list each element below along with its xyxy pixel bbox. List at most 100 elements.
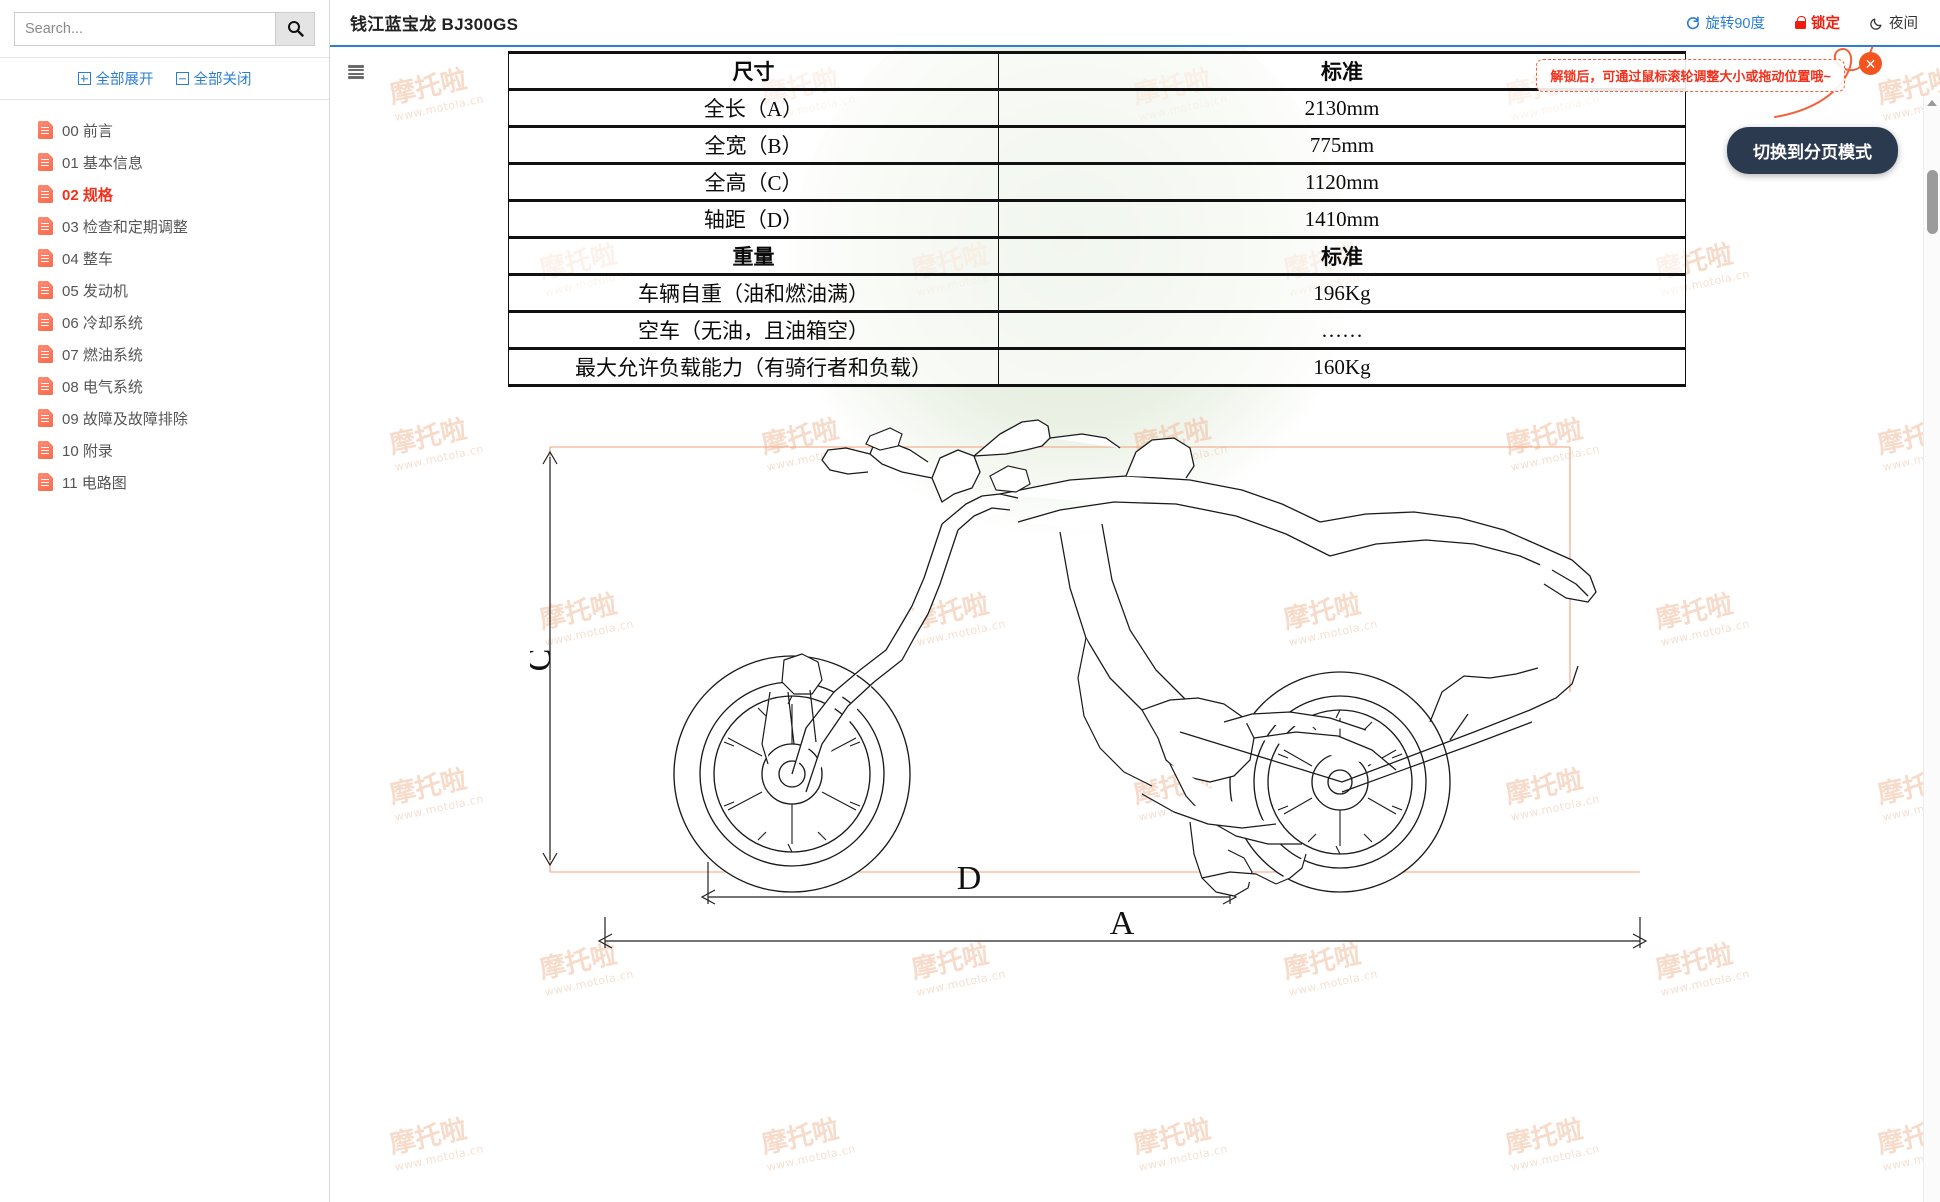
watermark-text: 摩托啦: [387, 764, 470, 811]
sidebar-item-label: 05 发动机: [62, 282, 128, 300]
vertical-scrollbar[interactable]: [1923, 96, 1940, 1202]
document-icon: [38, 249, 53, 267]
expand-all-label: 全部展开: [95, 72, 154, 88]
sidebar-item-11[interactable]: 11 电路图: [0, 466, 329, 498]
hamburger-menu-icon[interactable]: [348, 65, 364, 79]
motorcycle-side-view-diagram: C D A: [530, 392, 1710, 952]
watermark-url: www.motola.cn: [393, 442, 485, 474]
watermark-url: www.motola.cn: [1137, 1142, 1229, 1174]
lock-label: 锁定: [1811, 16, 1840, 32]
table-cell: ……: [998, 310, 1686, 350]
close-icon: ✕: [1864, 55, 1877, 72]
watermark-text: 摩托啦: [1503, 1114, 1586, 1161]
search-button[interactable]: [275, 11, 315, 46]
unlock-hint-tooltip: 解锁后，可通过鼠标滚轮调整大小或拖动位置哦~: [1536, 59, 1845, 92]
table-cell: 全长（A）: [508, 88, 999, 128]
document-icon: [38, 345, 53, 363]
night-mode-button[interactable]: 夜间: [1870, 12, 1918, 33]
sidebar-item-8[interactable]: 08 电气系统: [0, 370, 329, 402]
watermark-url: www.motola.cn: [393, 92, 485, 124]
sidebar-item-label: 06 冷却系统: [62, 314, 143, 332]
expand-all-button[interactable]: 全部展开: [77, 68, 154, 89]
sidebar-item-6[interactable]: 06 冷却系统: [0, 306, 329, 338]
table-row: 空车（无油，且油箱空）……: [508, 310, 1686, 350]
dimension-label-c: C: [530, 649, 558, 672]
watermark-text: 摩托啦: [387, 64, 470, 111]
watermark-url: www.motola.cn: [765, 1142, 857, 1174]
document-icon: [38, 121, 53, 139]
table-row: 全长（A）2130mm: [508, 88, 1686, 128]
watermark-url: www.motola.cn: [1509, 1142, 1601, 1174]
watermark-url: www.motola.cn: [915, 967, 1007, 999]
sidebar-item-label: 08 电气系统: [62, 378, 143, 396]
collapse-all-button[interactable]: 全部关闭: [175, 68, 252, 89]
dimension-label-d: D: [957, 860, 982, 897]
table-cell: 2130mm: [998, 88, 1686, 128]
table-row: 全高（C）1120mm: [508, 162, 1686, 202]
document-icon: [38, 313, 53, 331]
sidebar-item-0[interactable]: 00 前言: [0, 114, 329, 146]
unlock-hint-text: 解锁后，可通过鼠标滚轮调整大小或拖动位置哦~: [1550, 69, 1831, 84]
table-cell: 1120mm: [998, 162, 1686, 202]
mode-pill-label: 切换到分页模式: [1753, 143, 1872, 162]
watermark-text: 摩托啦: [759, 1114, 842, 1161]
table-row: 全宽（B）775mm: [508, 125, 1686, 165]
lock-icon: [1795, 16, 1806, 29]
table-row: 最大允许负载能力（有骑行者和负载）160Kg: [508, 347, 1686, 387]
collapse-all-label: 全部关闭: [193, 72, 252, 88]
sidebar-item-label: 10 附录: [62, 442, 113, 460]
sidebar-item-7[interactable]: 07 燃油系统: [0, 338, 329, 370]
moon-icon: [1870, 17, 1882, 30]
search-input[interactable]: [14, 11, 275, 46]
table-cell: 160Kg: [998, 347, 1686, 387]
watermark-text: 摩托啦: [1131, 1114, 1214, 1161]
document-icon: [38, 377, 53, 395]
table-cell: 775mm: [998, 125, 1686, 165]
sidebar-item-label: 09 故障及故障排除: [62, 410, 188, 428]
table-cell: 轴距（D）: [508, 199, 999, 239]
document-icon: [38, 217, 53, 235]
watermark-url: www.motola.cn: [1287, 967, 1379, 999]
sidebar-item-3[interactable]: 03 检查和定期调整: [0, 210, 329, 242]
tree-controls: 全部展开 全部关闭: [0, 58, 329, 100]
search-wrap: [14, 11, 315, 46]
search-icon: [287, 21, 304, 37]
night-mode-label: 夜间: [1889, 16, 1918, 32]
switch-to-pagination-mode-button[interactable]: 切换到分页模式: [1727, 127, 1898, 174]
table-cell: 1410mm: [998, 199, 1686, 239]
sidebar-item-label: 04 整车: [62, 250, 113, 268]
document-icon: [38, 153, 53, 171]
dimension-label-a: A: [1110, 905, 1135, 942]
minus-box-icon: [175, 72, 189, 85]
table-row: 车辆自重（油和燃油满）196Kg: [508, 273, 1686, 313]
table-header-cell: 重量: [508, 236, 999, 276]
rotate-90-button[interactable]: 旋转90度: [1686, 12, 1765, 33]
sidebar-item-9[interactable]: 09 故障及故障排除: [0, 402, 329, 434]
sidebar-item-5[interactable]: 05 发动机: [0, 274, 329, 306]
sidebar-item-label: 07 燃油系统: [62, 346, 143, 364]
sidebar-item-1[interactable]: 01 基本信息: [0, 146, 329, 178]
scroll-up-arrow-icon[interactable]: [1927, 100, 1937, 106]
main-panel: 钱江蓝宝龙 BJ300GS 旋转90度 锁定: [330, 0, 1940, 1202]
sidebar-item-2[interactable]: 02 规格: [0, 178, 329, 210]
sidebar-item-label: 01 基本信息: [62, 154, 143, 172]
hint-close-button[interactable]: ✕: [1859, 52, 1882, 75]
lock-button[interactable]: 锁定: [1795, 12, 1840, 33]
sidebar-item-10[interactable]: 10 附录: [0, 434, 329, 466]
scrollbar-thumb[interactable]: [1927, 170, 1938, 234]
table-cell: 最大允许负载能力（有骑行者和负载）: [508, 347, 999, 387]
sidebar-item-4[interactable]: 04 整车: [0, 242, 329, 274]
watermark-url: www.motola.cn: [393, 1142, 485, 1174]
document-icon: [38, 441, 53, 459]
table-header-cell: 标准: [998, 236, 1686, 276]
